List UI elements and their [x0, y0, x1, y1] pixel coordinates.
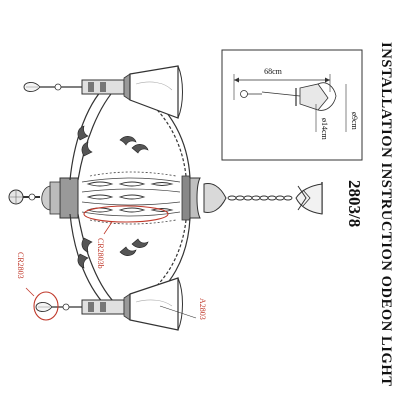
inset-body: [299, 83, 329, 111]
bulb-label: CR2803: [16, 252, 25, 279]
upper-socket: [40, 73, 131, 101]
central-column: [8, 175, 227, 221]
height-dimension-label: ø9cm: [350, 112, 359, 131]
width-dimension-label: 68cm: [264, 67, 283, 76]
crystal-callout-ellipse: [83, 205, 169, 223]
shade-label: A2803: [198, 298, 207, 320]
ceiling-mount: [295, 182, 323, 215]
scroll-ornaments: [77, 125, 149, 269]
crystal-drop-label: CR2803b: [96, 238, 105, 269]
suspension-chain: [227, 195, 293, 201]
instruction-heading: INSTALLATION INSTRUCTION ODEON LIGHT: [378, 42, 394, 387]
lower-socket: [52, 293, 131, 321]
inset-frame: [221, 49, 363, 161]
callout-crystal-drop: CR2803b: [83, 205, 169, 269]
callout-shade: A2803: [159, 298, 207, 320]
model-number: 2803/8: [345, 180, 364, 227]
inset-chain: [247, 91, 301, 97]
lower-bulb: [35, 302, 53, 312]
callout-bulb: CR2803: [16, 252, 59, 321]
crystal-strands: [81, 171, 181, 225]
canopy-diameter-label: ø14cm: [320, 118, 329, 141]
dimension-inset: 68cm ø14cm ø9cm: [221, 49, 363, 161]
upper-shade: [129, 65, 183, 119]
upper-bulb: [23, 82, 41, 92]
lower-shade: [129, 277, 183, 331]
crystal-drops: [86, 181, 174, 213]
bulb-callout-ellipse: [33, 291, 59, 321]
